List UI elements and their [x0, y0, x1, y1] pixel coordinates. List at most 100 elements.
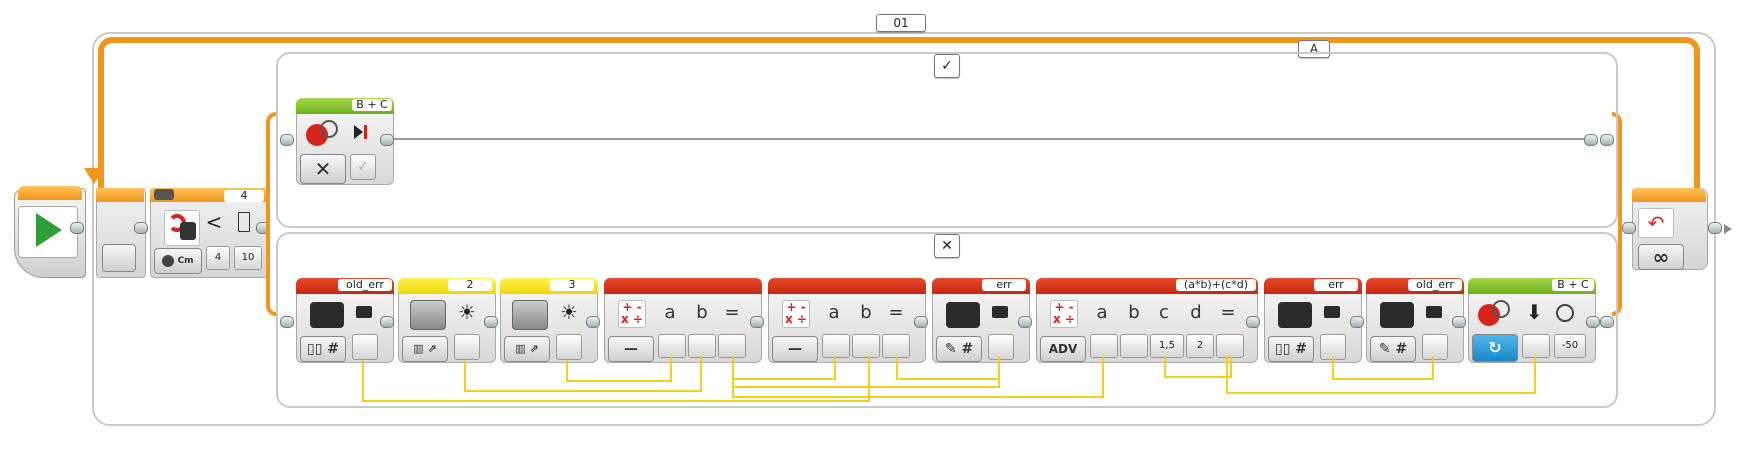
switch-bracket-left: [266, 112, 276, 316]
math-input-b-label: b: [860, 302, 872, 323]
loop-exit-icon: [1724, 224, 1732, 234]
data-wire: [1230, 356, 1232, 378]
pencil-icon: ✎: [944, 341, 957, 357]
play-icon: [36, 213, 62, 247]
switch-false-case[interactable]: [276, 232, 1618, 408]
color-sensor-mode-button[interactable]: ▥ ⇗: [402, 336, 448, 362]
cross-icon: ✕: [941, 238, 953, 254]
check-icon: ✓: [941, 58, 953, 74]
color-sensor-port-label[interactable]: 3: [550, 279, 594, 291]
steering-mode-button[interactable]: ↻: [1472, 334, 1518, 362]
math-output-pin[interactable]: [882, 334, 910, 358]
compare-symbol: <: [205, 210, 223, 234]
math-formula-label[interactable]: (a*b)+(c*d): [1176, 279, 1256, 291]
threshold-icon: [238, 212, 250, 232]
data-wire: [362, 360, 364, 402]
math-output-label: =: [1220, 302, 1236, 323]
variable-name-label[interactable]: old_err: [338, 279, 392, 291]
data-wire: [998, 356, 1000, 388]
loop-name-label[interactable]: 01: [876, 14, 926, 32]
data-wire: [464, 390, 702, 392]
color-sensor-port-label[interactable]: 2: [448, 279, 492, 291]
variable-output-pin[interactable]: [1320, 334, 1346, 360]
steering-ports-label[interactable]: B + C: [352, 99, 392, 111]
data-wire: [1226, 356, 1228, 394]
variable-output-pin[interactable]: [352, 334, 378, 360]
data-wire: [732, 386, 1000, 388]
math-output-label: =: [888, 302, 904, 323]
sequence-pin: [280, 134, 294, 146]
loop-mode-button[interactable]: ∞: [1638, 244, 1684, 270]
color-sensor-icon: [512, 300, 548, 330]
math-operations-icon: + -x ÷: [782, 300, 810, 328]
math-input-c[interactable]: 1,5: [1150, 334, 1184, 358]
sequence-pin: [380, 134, 394, 146]
rotate-icon: ↻: [1488, 338, 1502, 357]
math-mode-button[interactable]: —: [772, 336, 818, 362]
variable-mode-button[interactable]: ▯▯ #: [1268, 336, 1314, 362]
math-input-a[interactable]: [1090, 334, 1118, 358]
small-briefcase-icon: [1324, 306, 1340, 318]
sequence-pin: [1350, 316, 1364, 328]
math-block-header: [768, 278, 926, 294]
math-output-pin[interactable]: [1216, 334, 1244, 358]
math-input-b-label: b: [696, 302, 708, 323]
sequence-pin: [914, 316, 928, 328]
color-sensor-icon: [410, 300, 446, 330]
switch-threshold-input[interactable]: 4: [206, 246, 230, 270]
pencil-icon: ✎: [1378, 341, 1391, 357]
data-wire: [670, 356, 672, 382]
math-input-b[interactable]: [1120, 334, 1148, 358]
color-sensor-output-pin[interactable]: [556, 334, 582, 360]
math-output-label: =: [724, 302, 740, 323]
switch-value-input[interactable]: 10: [234, 246, 262, 270]
math-input-a-label: a: [828, 302, 840, 323]
variable-mode-button[interactable]: ▯▯ #: [300, 336, 346, 362]
color-sensor-output-pin[interactable]: [454, 334, 480, 360]
data-wire: [464, 360, 466, 390]
steering-motor-icon: [1476, 298, 1516, 332]
math-input-a-label: a: [1096, 302, 1108, 323]
brake-input[interactable]: ✓: [350, 154, 376, 180]
variable-name-label[interactable]: old_err: [1408, 279, 1462, 291]
math-input-a[interactable]: [658, 334, 686, 358]
math-input-d[interactable]: 2: [1186, 334, 1214, 358]
book-icon: ▯▯: [1274, 341, 1291, 357]
switch-true-case[interactable]: [276, 52, 1618, 228]
steering-power-input[interactable]: -50: [1554, 334, 1586, 358]
loop-mode-icon[interactable]: ↶: [1638, 208, 1674, 238]
true-case-tab[interactable]: ✓: [934, 54, 960, 78]
power-gauge-icon: [1556, 304, 1574, 322]
units-label: Cm: [177, 256, 194, 266]
sequence-pin: [134, 222, 148, 234]
math-mode-button[interactable]: ADV: [1040, 336, 1086, 362]
briefcase-icon: [1278, 302, 1312, 328]
false-case-tab[interactable]: ✕: [934, 234, 960, 258]
loop-start-header: [96, 188, 144, 202]
math-block-header: [604, 278, 762, 294]
variable-input-pin[interactable]: [988, 334, 1014, 360]
switch-mode-button[interactable]: Cm: [154, 248, 202, 274]
variable-input-pin[interactable]: [1422, 334, 1448, 360]
steering-mode-button[interactable]: ✕: [300, 154, 346, 184]
variable-name-label[interactable]: err: [1314, 279, 1358, 291]
math-output-pin[interactable]: [718, 334, 746, 358]
variable-mode-button[interactable]: ✎ #: [1370, 336, 1416, 362]
steering-ports-label[interactable]: B + C: [1552, 279, 1594, 291]
steering-direction-input[interactable]: [1522, 334, 1550, 358]
color-sensor-mode-button[interactable]: ▥ ⇗: [504, 336, 550, 362]
math-input-b[interactable]: [688, 334, 716, 358]
sequence-pin: [1584, 134, 1598, 146]
variable-mode-button[interactable]: ✎ #: [936, 336, 982, 362]
light-icon: ☀: [560, 300, 578, 324]
switch-port-label[interactable]: 4: [224, 190, 264, 202]
data-wire: [566, 360, 568, 382]
sequence-pin: [484, 316, 498, 328]
math-mode-button[interactable]: —: [608, 336, 654, 362]
loop-start-mode[interactable]: [102, 244, 136, 272]
math-input-b[interactable]: [852, 334, 880, 358]
sequence-pin: [380, 316, 394, 328]
math-input-a[interactable]: [822, 334, 850, 358]
variable-name-label[interactable]: err: [982, 279, 1026, 291]
book-icon: ▯▯: [306, 341, 323, 357]
